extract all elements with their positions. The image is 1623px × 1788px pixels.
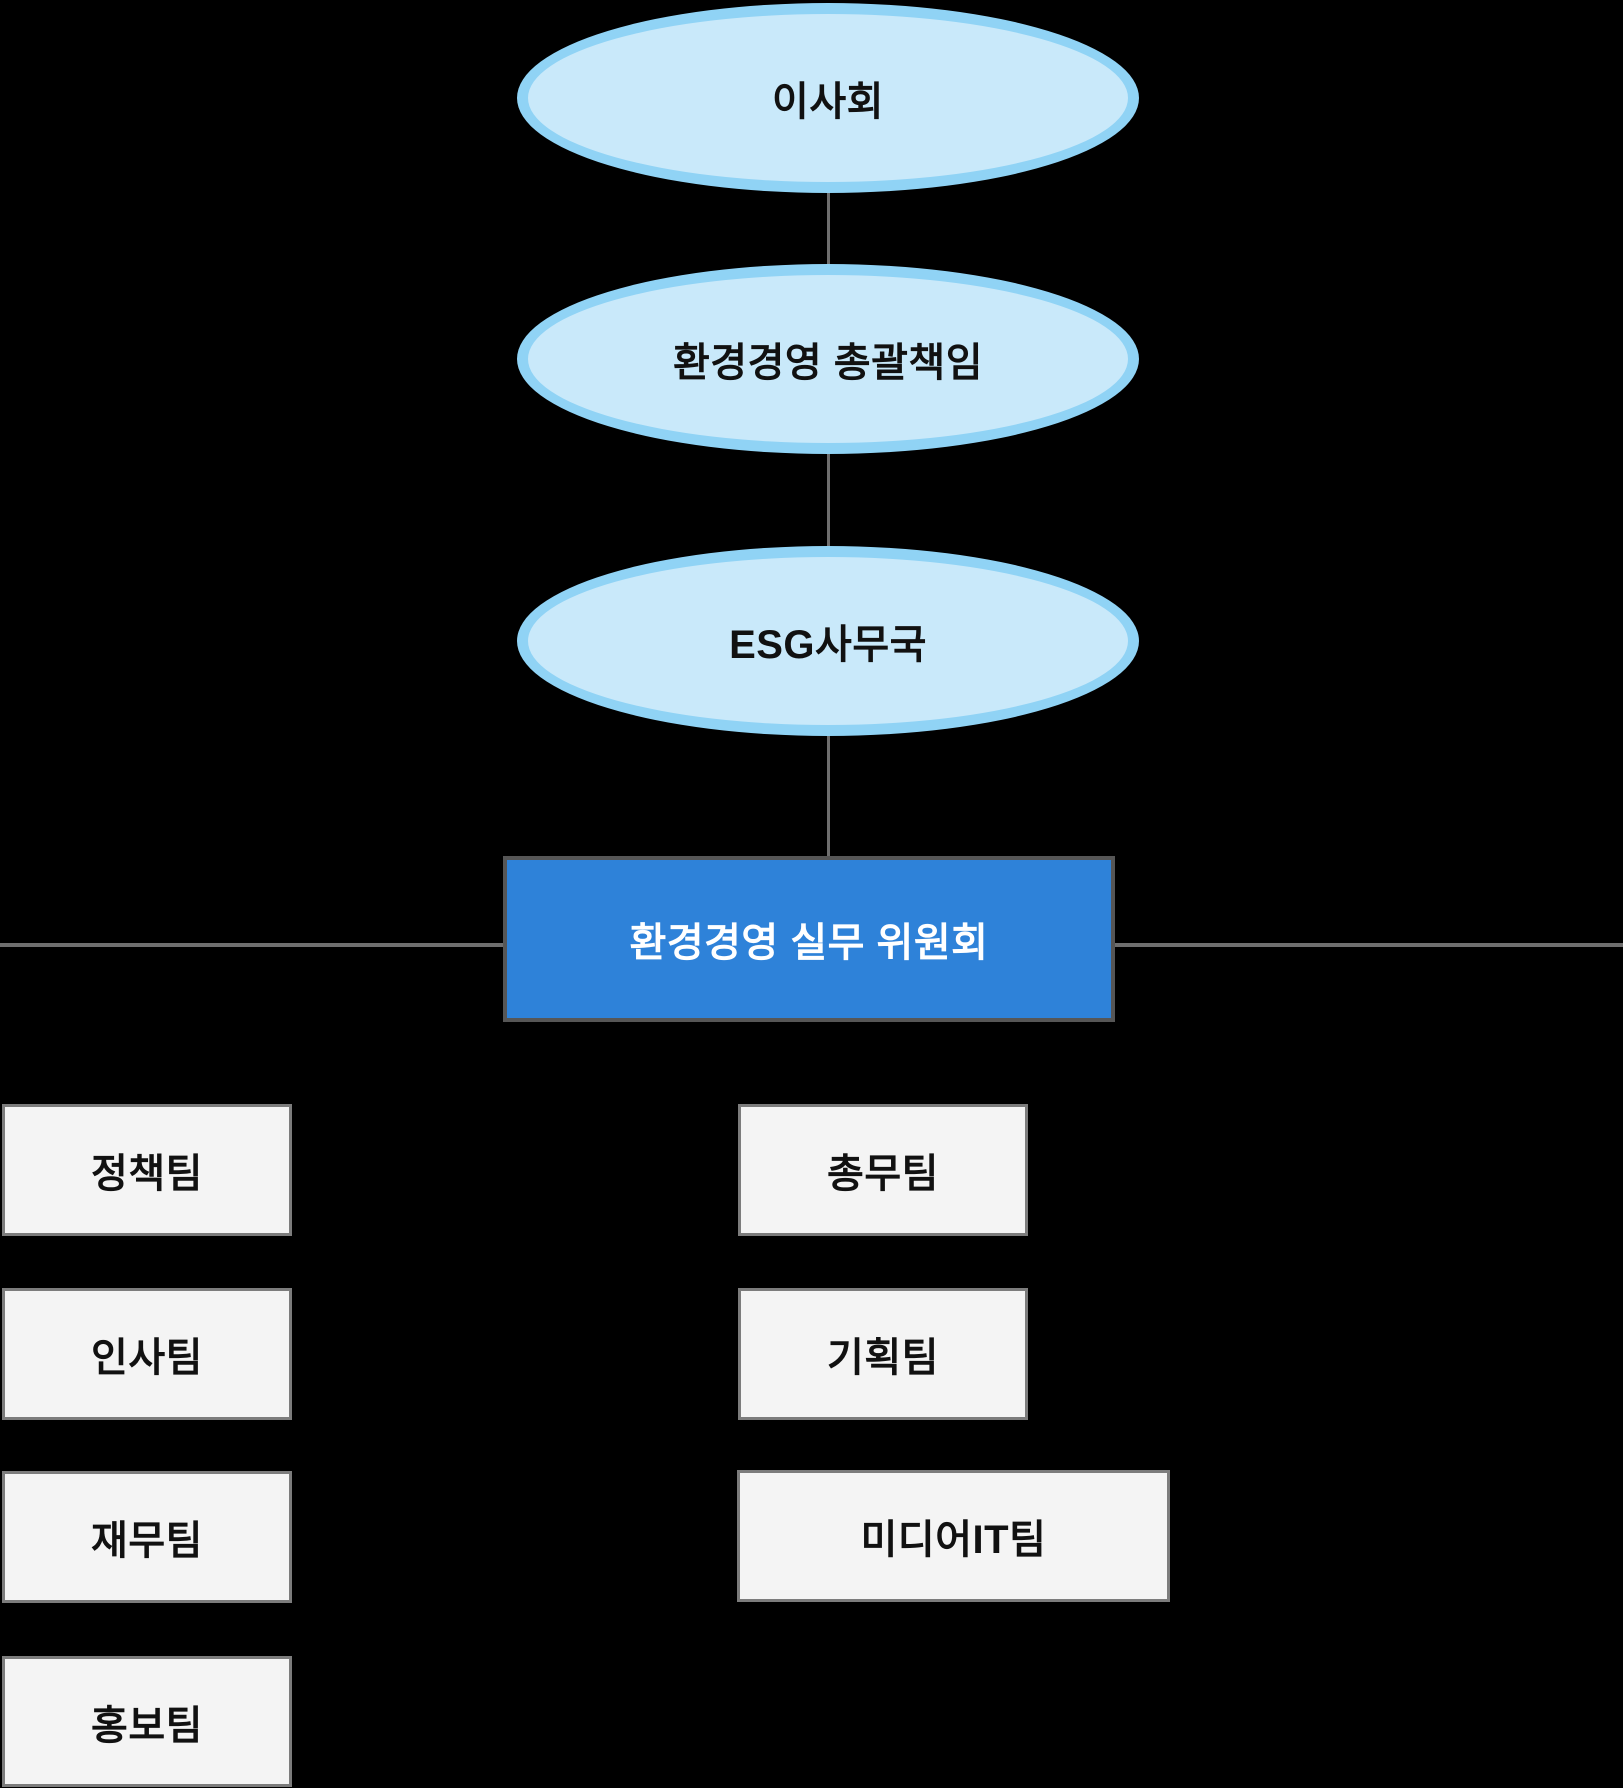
connector-board-chief: [827, 193, 830, 265]
team-label: 기획팀: [827, 1336, 939, 1380]
team-label: 정책팀: [91, 1152, 203, 1196]
team-label: 홍보팀: [91, 1703, 203, 1748]
node-chief-label: 환경경영 총괄책임: [672, 341, 983, 385]
node-committee: 환경경영 실무 위원회: [503, 856, 1115, 1022]
team-box-general-affairs: 총무팀: [738, 1104, 1028, 1236]
team-label: 미디어IT팀: [860, 1518, 1047, 1562]
node-esg-office: ESG사무국: [517, 546, 1139, 736]
connector-esg-committee: [827, 735, 830, 857]
team-label: 재무팀: [91, 1519, 203, 1563]
connector-chief-esg: [827, 453, 830, 547]
team-box-media-it: 미디어IT팀: [737, 1470, 1170, 1602]
node-chief: 환경경영 총괄책임: [517, 264, 1139, 454]
node-committee-label: 환경경영 실무 위원회: [629, 921, 989, 965]
team-box-pr: 홍보팀: [2, 1656, 292, 1787]
team-box-planning: 기획팀: [738, 1288, 1028, 1420]
node-esg-office-label: ESG사무국: [729, 623, 927, 667]
node-board-label: 이사회: [772, 80, 884, 124]
team-box-finance: 재무팀: [2, 1471, 292, 1603]
team-box-hr: 인사팀: [2, 1288, 292, 1420]
team-label: 인사팀: [91, 1336, 203, 1380]
team-box-policy: 정책팀: [2, 1104, 292, 1236]
node-board: 이사회: [517, 3, 1139, 193]
team-label: 총무팀: [827, 1152, 939, 1196]
